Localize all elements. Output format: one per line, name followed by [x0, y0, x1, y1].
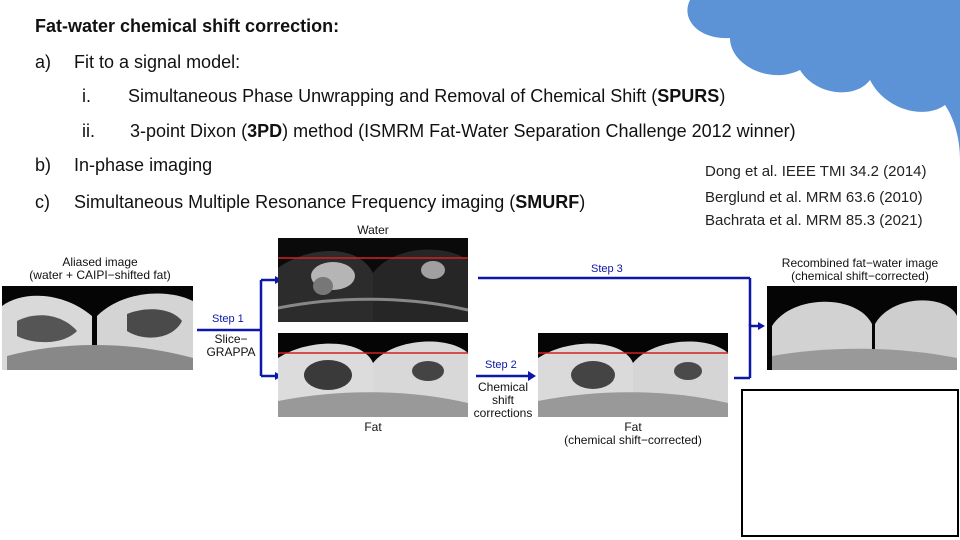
- item-a-i-bold: SPURS: [657, 86, 720, 106]
- step2-desc-line2: shift: [491, 393, 514, 407]
- aliased-caption-line2: (water + CAIPI−shifted fat): [29, 268, 171, 282]
- recombined-caption: Recombined fat−water image (chemical shi…: [760, 257, 960, 283]
- item-a-ii-label: ii.: [82, 121, 95, 141]
- step1-arrows: [197, 276, 282, 380]
- water-image: [278, 238, 468, 322]
- empty-placeholder-box: [741, 389, 959, 537]
- item-a-ii-text: 3-point Dixon (: [130, 121, 248, 141]
- fat-corrected-caption: Fat (chemical shift−corrected): [538, 421, 728, 447]
- aliased-image: [2, 286, 193, 370]
- fat-corrected-caption-line1: Fat: [624, 420, 642, 434]
- item-a-text: Fit to a signal model:: [74, 52, 241, 72]
- item-c: c) Simultaneous Multiple Resonance Frequ…: [35, 192, 585, 213]
- step3-arrow: [478, 276, 765, 330]
- slide-title: Fat-water chemical shift correction:: [35, 16, 340, 36]
- step3-label: Step 3: [591, 263, 623, 275]
- step2-description: Chemical shift corrections: [470, 381, 536, 420]
- reference-berglund: Berglund et al. MRM 63.6 (2010): [705, 189, 923, 206]
- item-a-ii: ii. 3-point Dixon (3PD) method (ISMRM Fa…: [82, 121, 796, 142]
- item-b-text: In-phase imaging: [74, 155, 213, 175]
- item-a-label: a): [35, 52, 52, 72]
- step2-desc-line1: Chemical: [477, 380, 528, 394]
- step1-desc-line2: GRAPPA: [206, 345, 256, 359]
- step2-arrow: [476, 371, 536, 381]
- item-c-label: c): [35, 192, 50, 212]
- item-c-bold: SMURF: [515, 192, 580, 212]
- recombined-caption-line1: Recombined fat−water image: [781, 256, 939, 270]
- cloud-decoration: [687, 0, 960, 160]
- fat-corrected-image: [538, 333, 728, 417]
- item-a-i: i. Simultaneous Phase Unwrapping and Rem…: [82, 86, 725, 107]
- item-b: b) In-phase imaging: [35, 155, 212, 176]
- fat-image: [278, 333, 468, 417]
- step1-desc-line1: Slice−: [214, 332, 248, 346]
- aliased-caption: Aliased image (water + CAIPI−shifted fat…: [0, 256, 200, 282]
- fat-caption: Fat: [364, 420, 382, 434]
- reference-bachrata: Bachrata et al. MRM 85.3 (2021): [705, 212, 923, 229]
- step2-desc-line3: corrections: [473, 406, 533, 420]
- item-a-i-text: Simultaneous Phase Unwrapping and Remova…: [128, 86, 658, 106]
- aliased-caption-line1: Aliased image: [62, 255, 138, 269]
- step3-join: [734, 324, 752, 380]
- water-caption: Water: [357, 223, 389, 237]
- item-a: a) Fit to a signal model:: [35, 52, 240, 73]
- item-a-i-label: i.: [82, 86, 91, 106]
- step1-label: Step 1: [212, 313, 244, 325]
- step2-label: Step 2: [485, 359, 517, 371]
- recombined-image: [767, 286, 957, 370]
- item-c-end: ): [579, 192, 586, 212]
- step1-description: Slice− GRAPPA: [200, 333, 262, 359]
- item-a-ii-end: ) method (ISMRM Fat-Water Separation Cha…: [282, 121, 796, 141]
- item-a-i-end: ): [719, 86, 726, 106]
- item-b-label: b): [35, 155, 52, 175]
- reference-dong: Dong et al. IEEE TMI 34.2 (2014): [705, 163, 927, 180]
- fat-corrected-caption-line2: (chemical shift−corrected): [564, 433, 702, 447]
- recombined-caption-line2: (chemical shift−corrected): [791, 269, 929, 283]
- item-c-text: Simultaneous Multiple Resonance Frequenc…: [74, 192, 516, 212]
- item-a-ii-bold: 3PD: [247, 121, 283, 141]
